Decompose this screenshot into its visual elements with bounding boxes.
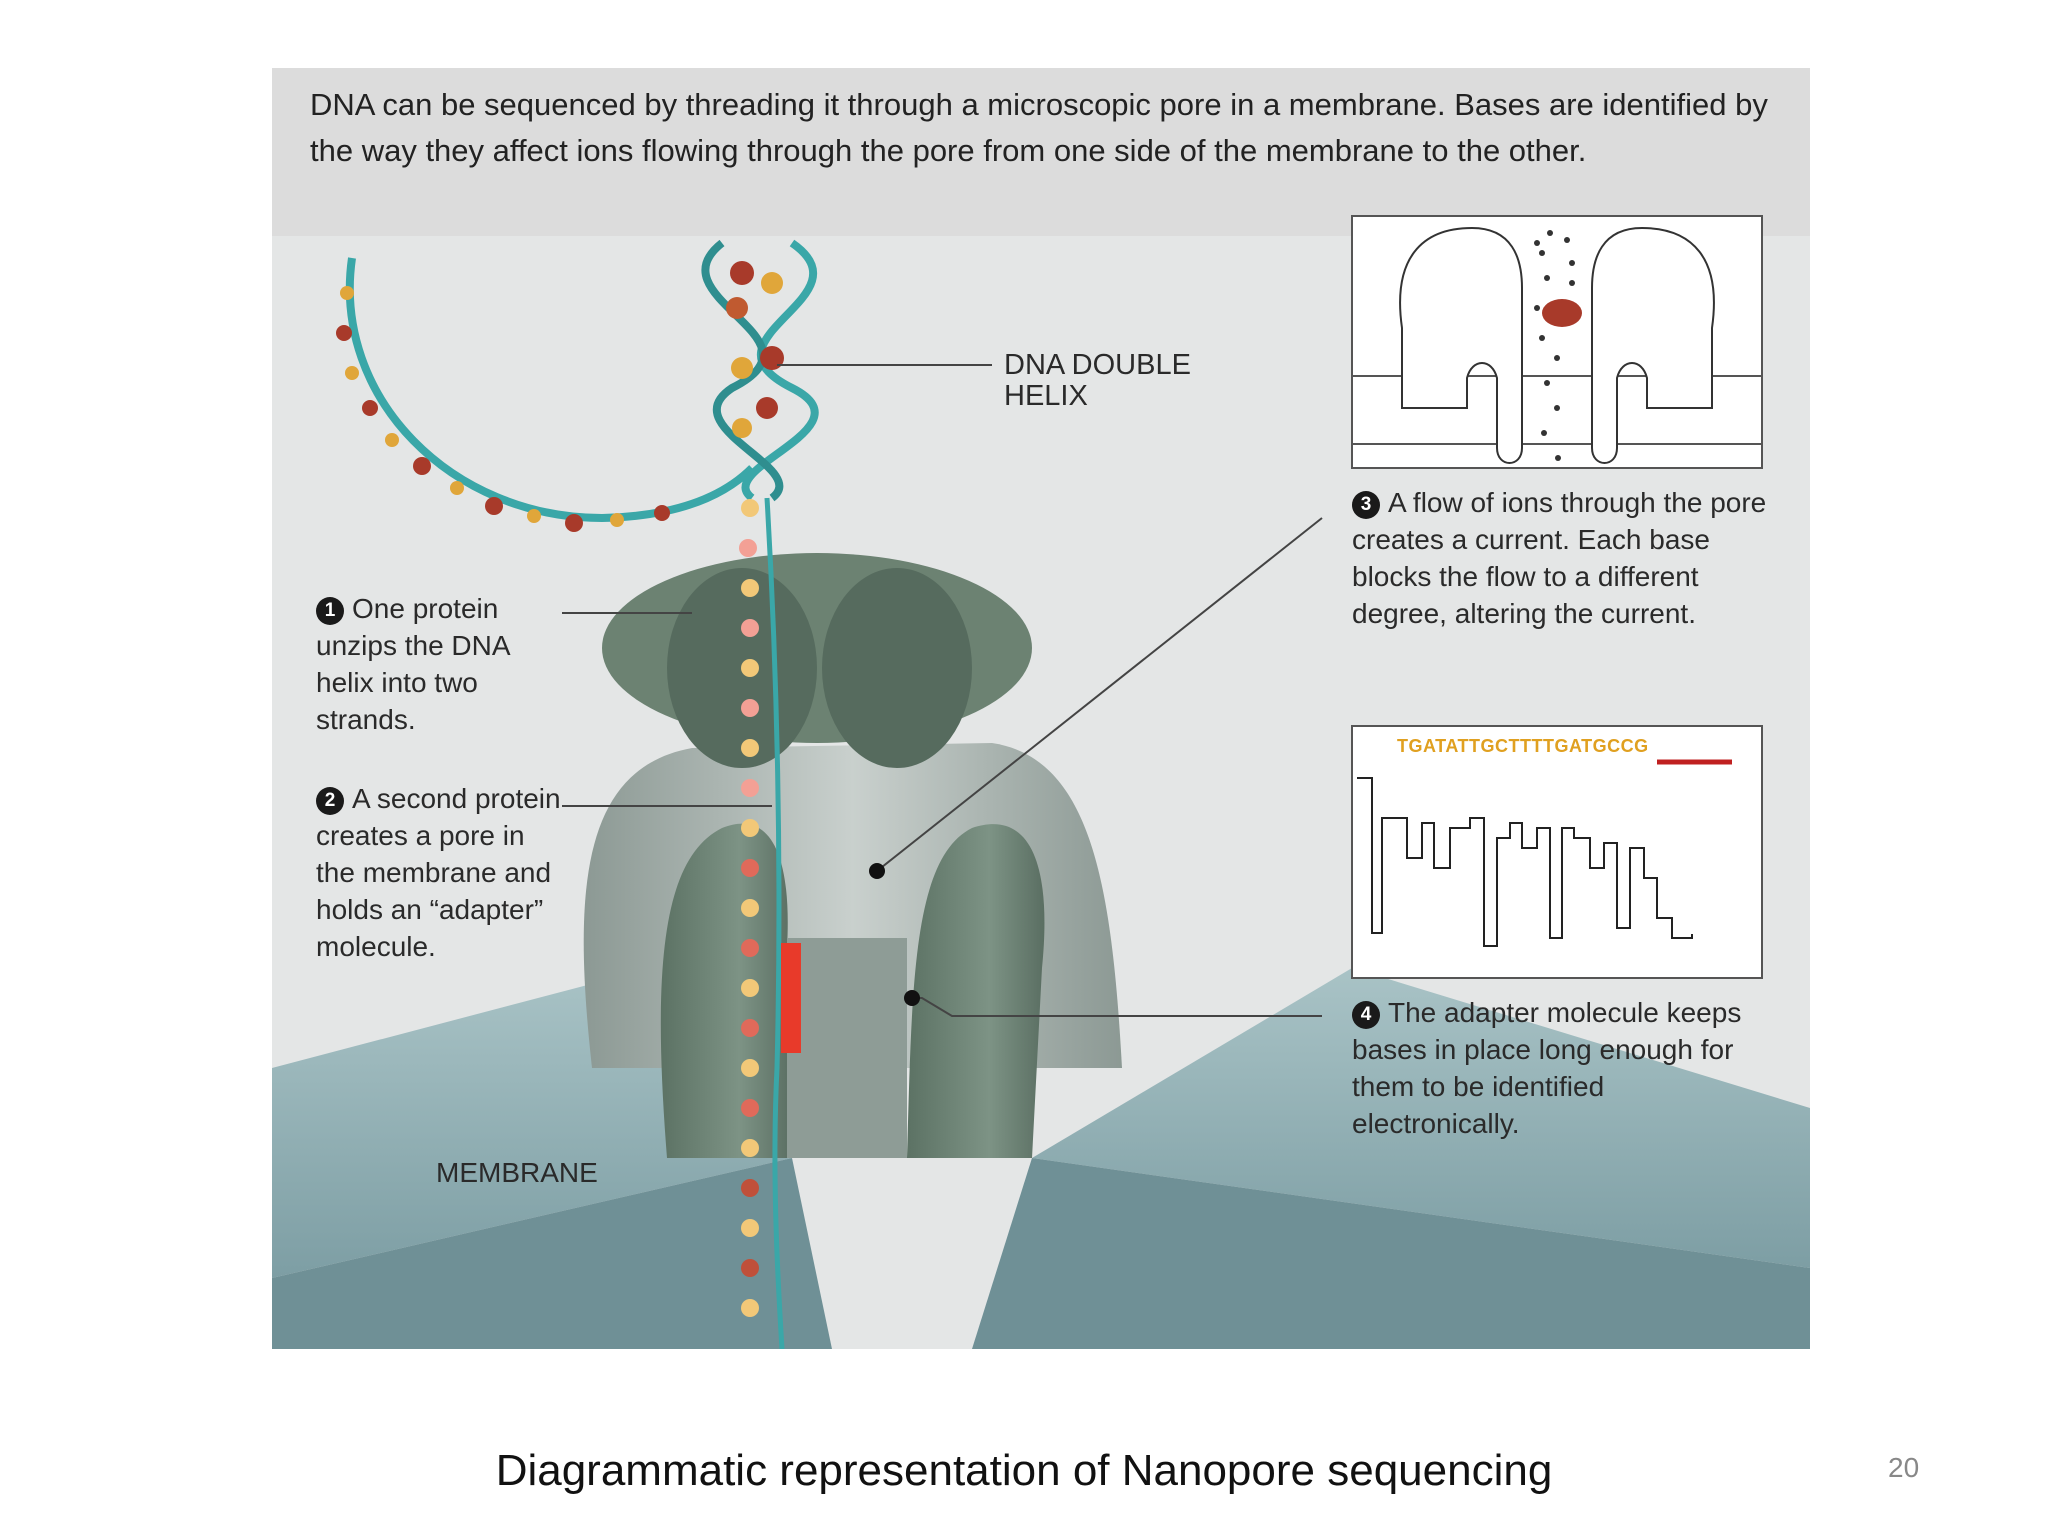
step-number-badge: 3 — [1352, 491, 1380, 519]
single-strand-backbone — [345, 257, 755, 523]
dna-double-helix-label: DNA DOUBLE HELIX — [1004, 349, 1191, 412]
step-number-badge: 2 — [316, 787, 344, 815]
intro-text: DNA can be sequenced by threading it thr… — [310, 87, 1768, 168]
page-number: 20 — [1888, 1452, 1920, 1483]
intro-band — [272, 68, 1810, 236]
step-number-badge: 4 — [1352, 1001, 1380, 1029]
current-trace-inset — [1351, 725, 1763, 979]
trace-sequence-text: TGATATTGCTTTTGATGCCG — [1397, 736, 1649, 756]
pore-protein — [660, 823, 1045, 1158]
nanopore-figure: DNA can be sequenced by threading it thr… — [272, 68, 1810, 1349]
adapter-molecule — [781, 943, 801, 1053]
trace-base-sequence: TGATATTGCTTTTGATGCCG — [1397, 728, 1649, 765]
membrane-label: MEMBRANE — [436, 1157, 598, 1188]
step-number-badge: 1 — [316, 597, 344, 625]
threaded-strand-backbone — [764, 497, 785, 1349]
diagram-artwork — [272, 215, 1810, 1349]
step-2-text: A second protein creates a pore in the m… — [316, 783, 561, 962]
single-strand-bases — [336, 286, 670, 532]
pore-cross-section-inset — [1351, 215, 1763, 469]
current-pointer-dot — [869, 863, 885, 879]
unzipping-protein — [602, 553, 1032, 768]
dna-double-helix — [701, 239, 819, 502]
step-4-text: The adapter molecule keeps bases in plac… — [1352, 997, 1742, 1139]
threaded-strand-bases — [739, 499, 759, 1317]
step-1-text: One protein unzips the DNA helix into tw… — [316, 593, 509, 735]
slide-caption: Diagrammatic representation of Nanopore … — [495, 1446, 1553, 1495]
adapter-pointer-dot — [904, 990, 920, 1006]
step-3-text: A flow of ions through the pore creates … — [1352, 487, 1767, 629]
